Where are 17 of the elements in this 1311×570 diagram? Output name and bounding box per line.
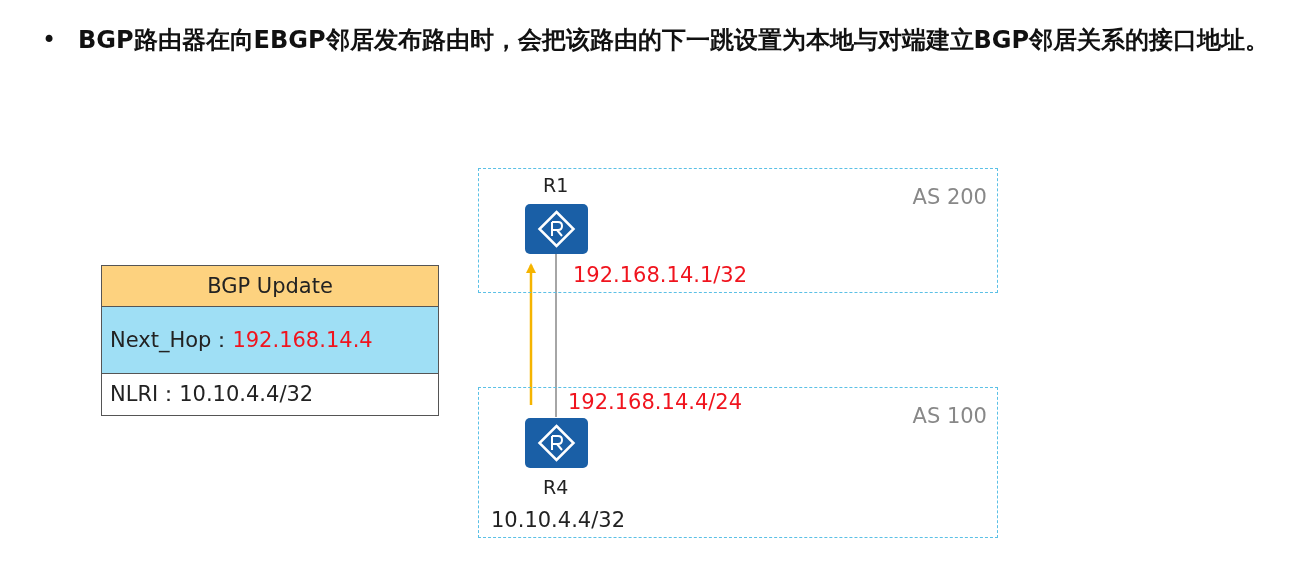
title-text: BGP路由器在向EBGP邻居发布路由时，会把该路由的下一跳设置为本地与对端建立BGP邻居关系的接口地址。 <box>78 25 1271 56</box>
table-cell: NLRI：10.10.4.4/32 <box>101 373 439 416</box>
bullet: • <box>42 25 57 56</box>
as-region <box>478 168 998 293</box>
as-label: AS 100 <box>912 404 987 428</box>
interface-address: 192.168.14.4/24 <box>568 390 743 414</box>
loopback-address: 10.10.4.4/32 <box>491 508 625 532</box>
as-label: AS 200 <box>912 185 987 209</box>
field-name: Next_Hop： <box>110 327 233 355</box>
table-header: BGP Update <box>101 265 439 308</box>
field-value: 192.168.14.4 <box>232 328 373 353</box>
link-line <box>555 252 557 418</box>
router-name: R1 <box>543 174 569 196</box>
router-name: R4 <box>543 476 569 498</box>
as-region <box>478 387 998 538</box>
interface-address: 192.168.14.1/32 <box>573 263 748 287</box>
update-arrow <box>526 263 536 405</box>
